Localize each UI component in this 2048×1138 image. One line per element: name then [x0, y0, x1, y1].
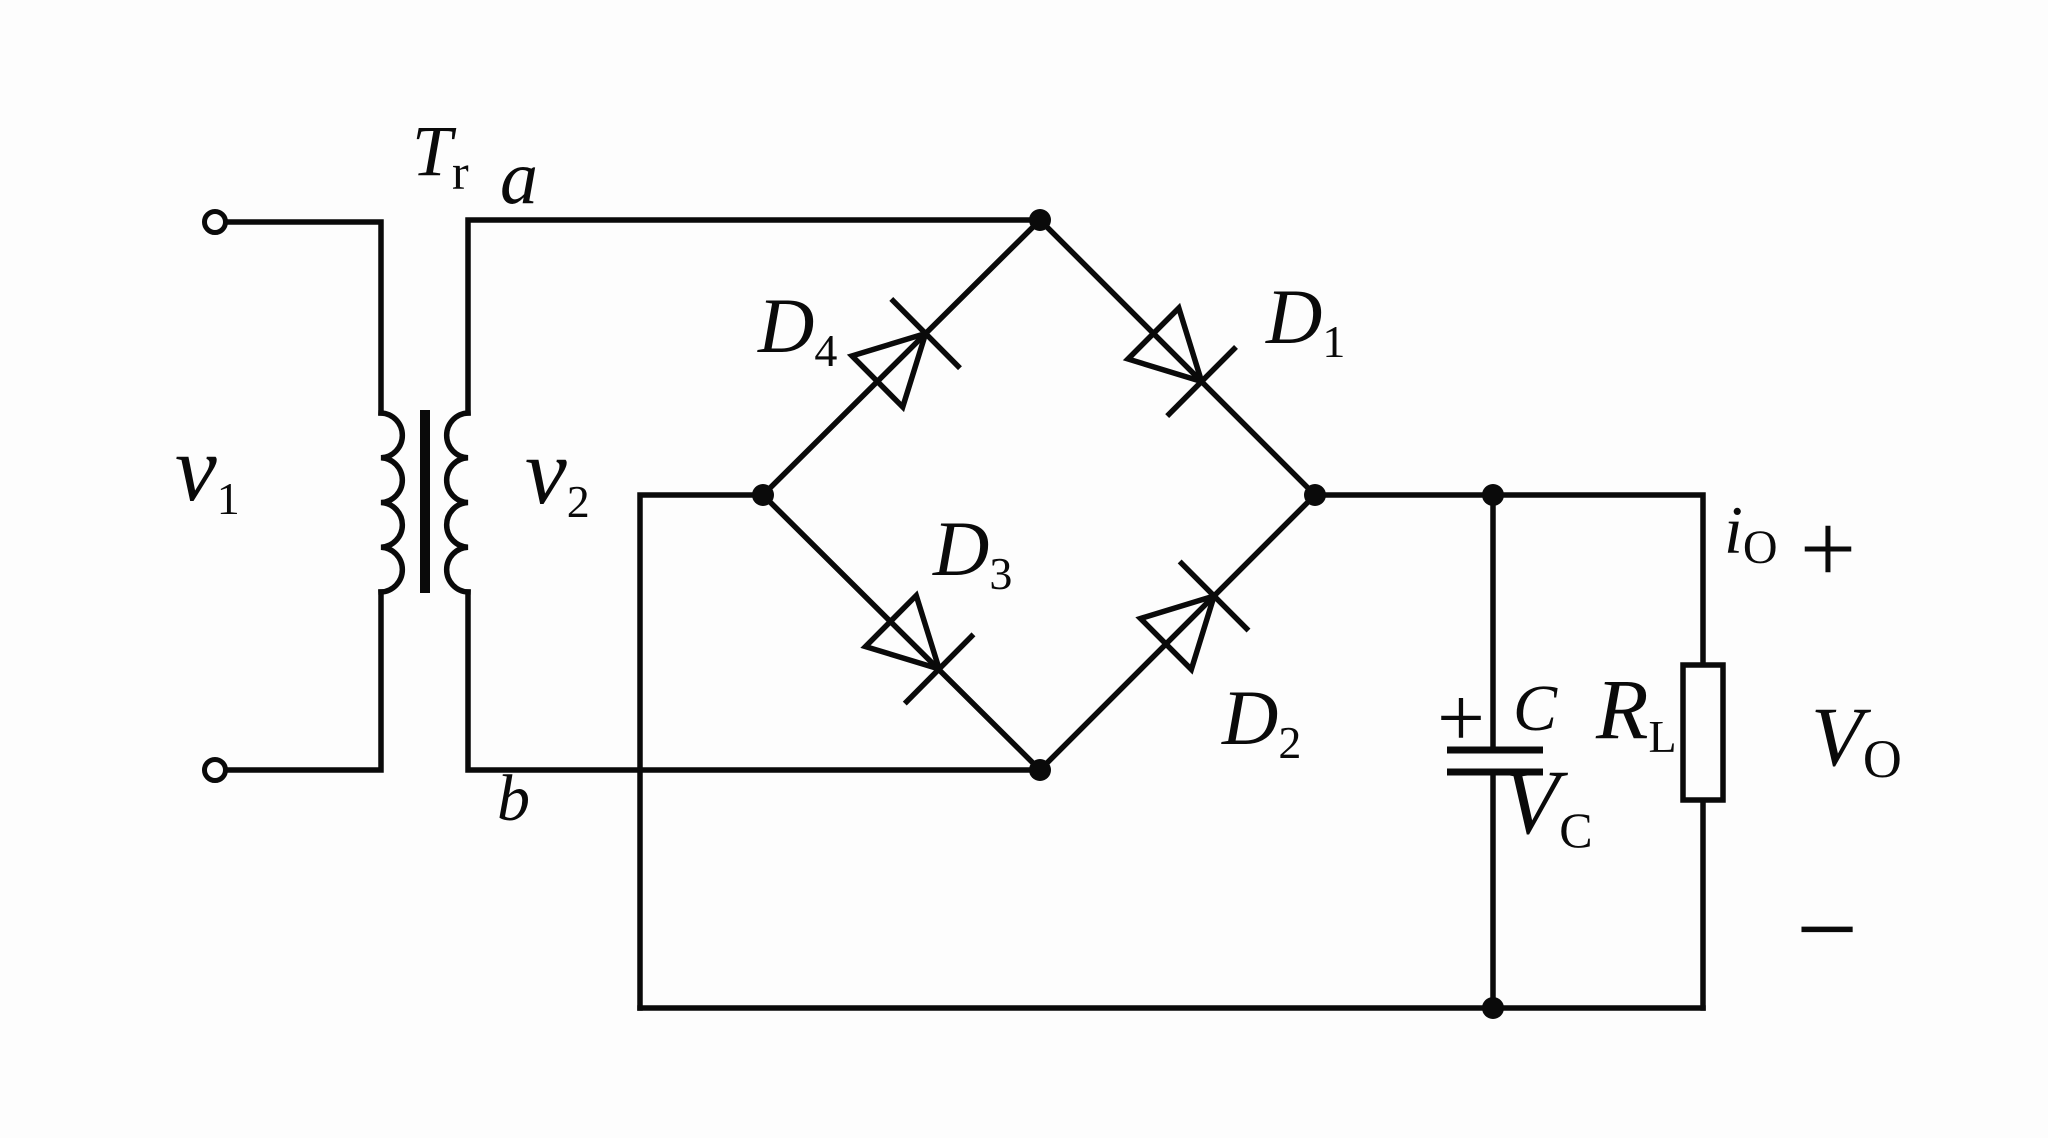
- secondary-winding: [443, 410, 471, 595]
- diode-d1-triangle: [1122, 302, 1206, 386]
- output-minus-sign: −: [1796, 868, 1858, 990]
- diode-d2-label: D2: [1221, 674, 1301, 768]
- diode-d4-symbol: [846, 297, 962, 413]
- output-current-label: iO: [1724, 492, 1778, 574]
- bridge-node-top: [1029, 209, 1051, 231]
- capacitor-plus-sign: +: [1437, 671, 1485, 765]
- negative-return-wire: [637, 492, 766, 1011]
- diode-d1-symbol: [1122, 302, 1238, 418]
- transformer-label: Tr: [412, 111, 469, 200]
- load-resistor-symbol: [1680, 662, 1726, 803]
- diode-d3-label: D3: [932, 505, 1012, 599]
- output-plus-sign: +: [1800, 493, 1856, 604]
- primary-terminal-top: [202, 209, 228, 235]
- diode-d4-cathode-bar: [889, 297, 962, 371]
- secondary-wire-b: [465, 589, 1043, 773]
- capacitor-label: C: [1513, 672, 1558, 745]
- diode-d2-triangle: [1135, 591, 1219, 675]
- diode-d4-triangle: [846, 329, 930, 413]
- primary-winding: [378, 410, 406, 595]
- secondary-wire-a: [465, 217, 1043, 416]
- diode-d3-cathode-bar: [902, 632, 976, 706]
- primary-bottom-wire: [225, 589, 384, 773]
- bridge-upper-arms: [759, 216, 1319, 499]
- secondary-voltage-label: v2: [525, 420, 590, 527]
- bridge-node-bottom: [1029, 759, 1051, 781]
- load-resistor-label: RL: [1595, 661, 1677, 762]
- labels: Tr a b v1 v2 D4 D1 D3 D2 + C VC RL iO + …: [175, 111, 1902, 990]
- diode-d2-cathode-bar: [1177, 559, 1251, 633]
- output-voltage-label: VO: [1811, 690, 1902, 789]
- diode-d1-cathode-bar: [1165, 345, 1238, 418]
- terminal-b-label: b: [497, 762, 530, 835]
- diode-d1-label: D1: [1265, 273, 1345, 367]
- primary-terminal-bottom: [202, 757, 228, 783]
- diode-d3-symbol: [860, 590, 976, 706]
- primary-top-wire: [225, 219, 384, 416]
- junction-cap-bottom: [1482, 997, 1504, 1019]
- output-network: [637, 484, 1726, 1019]
- diode-d2-symbol: [1135, 559, 1251, 675]
- diode-bridge: [752, 209, 1326, 781]
- diode-d3-triangle: [860, 590, 944, 674]
- terminal-a-label: a: [500, 136, 538, 220]
- transformer: [202, 209, 1043, 783]
- diode-d4-label: D4: [757, 282, 837, 376]
- primary-voltage-label: v1: [175, 417, 240, 524]
- junction-cap-top: [1482, 484, 1504, 506]
- capacitor-voltage-label: VC: [1503, 751, 1593, 858]
- top-rail: [1312, 492, 1706, 668]
- capacitor-symbol: [1447, 492, 1543, 1011]
